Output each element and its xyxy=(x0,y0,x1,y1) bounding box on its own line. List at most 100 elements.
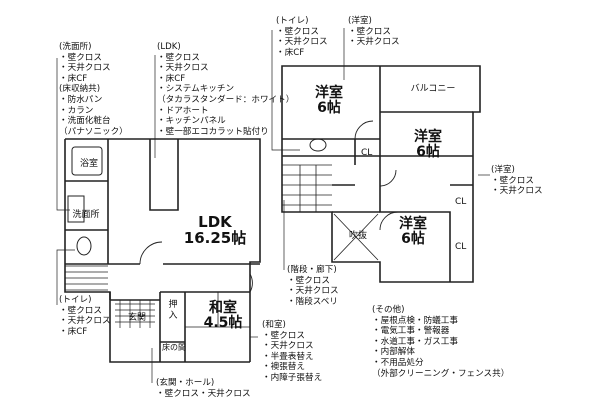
door-swings-2f xyxy=(354,120,399,231)
room-ldk-name: LDK xyxy=(198,213,232,231)
room-washitsu-name: 和室 xyxy=(209,300,237,316)
room-yoshitsu-top-size: 6帖 xyxy=(317,99,341,116)
closet-label-1: CL xyxy=(361,148,372,158)
annotation-line: ・天井クロス xyxy=(491,186,543,197)
annotation-sonota-title: (その他) xyxy=(372,305,405,315)
room-yoshitsu-bottom-name: 洋室 xyxy=(399,216,427,232)
annotation-ldk: (LDK) ・壁クロス ・天井クロス ・床CF ・システムキッチン （タカラスタ… xyxy=(157,42,294,137)
annotation-yoshitsu-right: (洋室) ・壁クロス ・天井クロス xyxy=(491,165,543,197)
annotation-washitsu-title: (和室) xyxy=(262,320,286,330)
room-genkan: 玄関 xyxy=(127,313,146,323)
annotation-senmenjo-title: (洗面所) xyxy=(59,42,92,52)
stairs-2f xyxy=(282,164,332,212)
closet-label-3: CL xyxy=(455,242,466,252)
annotation-line: ・水道工事・ガス工事 xyxy=(372,336,458,347)
annotation-line: ・天井クロス xyxy=(276,37,328,48)
annotation-yoshitsu-right-title: (洋室) xyxy=(491,165,515,175)
annotation-line: ・壁クロス xyxy=(348,26,391,37)
annotation-line: ・内障子張替え xyxy=(262,372,323,383)
annotation-line: ・天井クロス xyxy=(59,63,111,74)
leader-lines xyxy=(56,28,490,383)
annotation-line: ・洗面化粧台 xyxy=(59,116,111,127)
annotation-line: ・電気工事・警報器 xyxy=(372,326,450,337)
room-balcony: バルコニー xyxy=(410,84,456,94)
annotation-line: ・屋根点検・防蟻工事 xyxy=(372,315,458,326)
annotation-genkan: (玄関・ホール) ・壁クロス・天井クロス xyxy=(156,378,251,399)
annotation-line: （タカラスタンダード：ホワイト） xyxy=(157,94,295,105)
toilet-1f xyxy=(76,236,92,256)
annotation-kaidan-title: (階段・廊下) xyxy=(287,265,337,275)
room-fukinuke: 吹抜 xyxy=(348,231,367,241)
annotation-toilet-1f: (トイレ) ・壁クロス ・天井クロス ・床CF xyxy=(59,295,111,337)
annotation-line: ・壁クロス xyxy=(287,275,330,286)
room-yoshitsu-top-name: 洋室 xyxy=(315,85,343,101)
annotation-sonota: (その他) ・屋根点検・防蟻工事 ・電気工事・警報器 ・水道工事・ガス工事 ・内… xyxy=(372,305,509,379)
annotation-line: ・カラン xyxy=(59,105,94,116)
annotation-genkan-title: (玄関・ホール) xyxy=(156,378,215,388)
room-bath: 浴室 xyxy=(79,159,98,169)
closet-label-2: CL xyxy=(455,197,466,207)
annotation-yoshitsu-top-title: (洋室) xyxy=(348,16,372,26)
door-swings-1f xyxy=(139,241,253,293)
annotation-line: ・壁クロス xyxy=(157,52,200,63)
annotation-line: (床収納共) xyxy=(59,84,101,95)
annotation-line: ・壁クロス xyxy=(59,305,102,316)
annotation-line: ・天井クロス xyxy=(157,63,209,74)
annotation-line: ・壁一部エコカラット貼付り xyxy=(157,126,269,137)
annotation-yoshitsu-top: (洋室) ・壁クロス ・天井クロス xyxy=(348,16,400,48)
annotation-line: ・キッチンパネル xyxy=(157,116,226,127)
room-yoshitsu-right-size: 6帖 xyxy=(416,143,440,160)
toilet-2f xyxy=(309,138,327,152)
room-tokonoma: 床の間 xyxy=(162,343,186,352)
tatami-lines xyxy=(185,292,250,328)
room-yoshitsu-top: 洋室 6帖 xyxy=(303,86,355,115)
annotation-line: ・襖張替え xyxy=(262,362,305,373)
room-ldk: LDK 16.25帖 xyxy=(175,213,255,247)
washbasin xyxy=(67,195,85,223)
annotation-line: ・天井クロス xyxy=(287,286,339,297)
annotation-kaidan: (階段・廊下) ・壁クロス ・天井クロス ・階段スベリ xyxy=(287,265,339,307)
annotation-toilet-1f-title: (トイレ) xyxy=(59,295,92,305)
annotation-line: ・壁クロス・天井クロス xyxy=(156,388,251,399)
annotation-line: ・不用品処分 xyxy=(372,357,424,368)
annotation-line: ・内部解体 xyxy=(372,347,415,358)
room-yoshitsu-bottom-size: 6帖 xyxy=(401,230,425,247)
annotation-line: ・壁クロス xyxy=(276,26,319,37)
stairs-1f xyxy=(65,265,108,291)
second-floor-walls xyxy=(281,65,481,283)
first-floor-walls xyxy=(64,138,261,363)
annotation-line: ・システムキッチン xyxy=(157,84,235,95)
bathtub xyxy=(71,146,103,176)
annotation-line: ・防水パン xyxy=(59,94,103,105)
room-yoshitsu-right-name: 洋室 xyxy=(414,129,442,145)
annotation-line: ・壁クロス xyxy=(59,52,102,63)
annotation-line: ・床CF xyxy=(59,73,88,84)
annotation-line: ・天井クロス xyxy=(348,37,400,48)
annotation-line: ・壁クロス xyxy=(262,330,305,341)
annotation-line: ・床CF xyxy=(276,47,305,58)
annotation-line: ・床CF xyxy=(59,326,88,337)
annotation-line: ・天井クロス xyxy=(59,316,111,327)
room-ldk-size: 16.25帖 xyxy=(183,228,247,247)
annotation-line: ・ドアホート xyxy=(157,105,209,116)
room-oshiire: 押 入 xyxy=(168,300,178,321)
annotation-line: ・床CF xyxy=(157,73,186,84)
room-senmenjo: 洗面所 xyxy=(72,210,100,220)
annotation-line: （パナソニック） xyxy=(59,126,128,137)
annotation-toilet-2f-title: (トイレ) xyxy=(276,16,309,26)
annotation-line: ・階段スベリ xyxy=(287,296,338,307)
void-cross xyxy=(333,213,379,261)
annotation-toilet-2f: (トイレ) ・壁クロス ・天井クロス ・床CF xyxy=(276,16,328,58)
room-washitsu: 和室 4.5帖 xyxy=(196,301,250,330)
annotation-ldk-title: (LDK) xyxy=(157,42,181,52)
annotation-line: ・壁クロス xyxy=(491,175,534,186)
annotation-washitsu: (和室) ・壁クロス ・天井クロス ・半畳表替え ・襖張替え ・内障子張替え xyxy=(262,320,322,384)
room-yoshitsu-right: 洋室 6帖 xyxy=(400,130,456,159)
room-yoshitsu-bottom: 洋室 6帖 xyxy=(385,217,441,246)
annotation-senmenjo: (洗面所) ・壁クロス ・天井クロス ・床CF (床収納共) ・防水パン ・カラ… xyxy=(59,42,128,137)
genkan-tiles xyxy=(115,300,155,328)
annotation-line: ・天井クロス xyxy=(262,341,314,352)
room-washitsu-size: 4.5帖 xyxy=(203,314,243,331)
annotation-line: ・半畳表替え xyxy=(262,351,314,362)
